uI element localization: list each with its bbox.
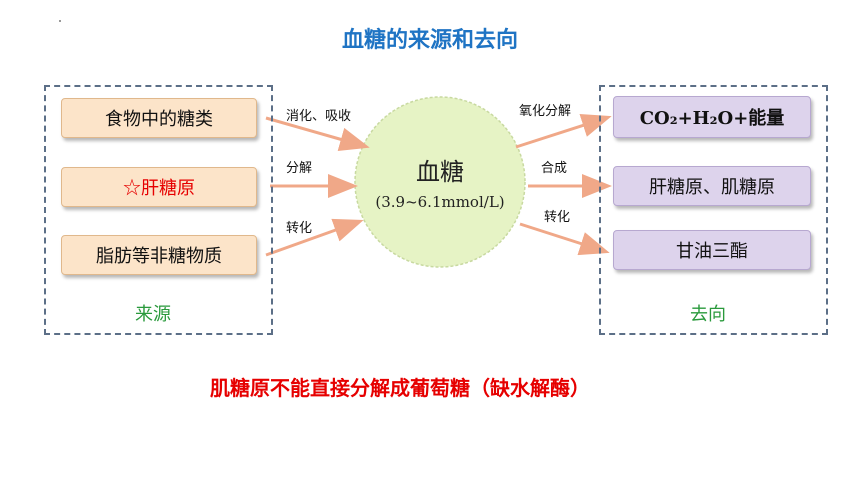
dest-energy: CO₂+H₂O+能量: [613, 96, 811, 138]
dest-triglyceride-label: 甘油三酯: [676, 241, 748, 262]
blood-sugar-range: (3.9~6.1mmol/L): [375, 193, 505, 211]
decorative-dot: [59, 20, 61, 22]
source-liver-glycogen-label: ☆肝糖原: [123, 178, 195, 199]
dest-glycogen-label: 肝糖原、肌糖原: [649, 177, 775, 198]
arrow-label-convert-out: 转化: [544, 210, 571, 225]
arrow-label-synthesis: 合成: [541, 161, 568, 176]
arrow-label-convert-in: 转化: [286, 221, 313, 236]
destinations-group: [599, 85, 828, 335]
source-food-carbs: 食物中的糖类: [61, 98, 257, 138]
arrow-label-digestion: 消化、吸收: [286, 109, 352, 124]
sources-label: 来源: [135, 304, 171, 325]
arrow-convert-in: [265, 218, 364, 257]
sources-group: [44, 85, 273, 335]
arrow-digestion: [265, 116, 370, 151]
blood-sugar-label: 血糖: [416, 158, 464, 186]
diagram-title: 血糖的来源和去向: [341, 28, 518, 53]
arrow-label-oxidation: 氧化分解: [519, 104, 572, 119]
note-muscle-glycogen: 肌糖原不能直接分解成葡萄糖（缺水解酶）: [210, 376, 590, 400]
destinations-label: 去向: [690, 304, 726, 325]
arrow-oxidation: [515, 113, 612, 149]
arrow-convert-out: [519, 222, 610, 256]
source-food-carbs-label: 食物中的糖类: [105, 109, 213, 130]
dest-triglyceride: 甘油三酯: [613, 230, 811, 270]
source-non-sugar: 脂肪等非糖物质: [61, 235, 257, 275]
dest-glycogen: 肝糖原、肌糖原: [613, 166, 811, 206]
source-non-sugar-label: 脂肪等非糖物质: [96, 246, 222, 267]
arrow-label-decompose: 分解: [286, 161, 313, 176]
source-liver-glycogen: ☆肝糖原: [61, 167, 257, 207]
dest-energy-label: CO₂+H₂O+能量: [639, 108, 785, 129]
